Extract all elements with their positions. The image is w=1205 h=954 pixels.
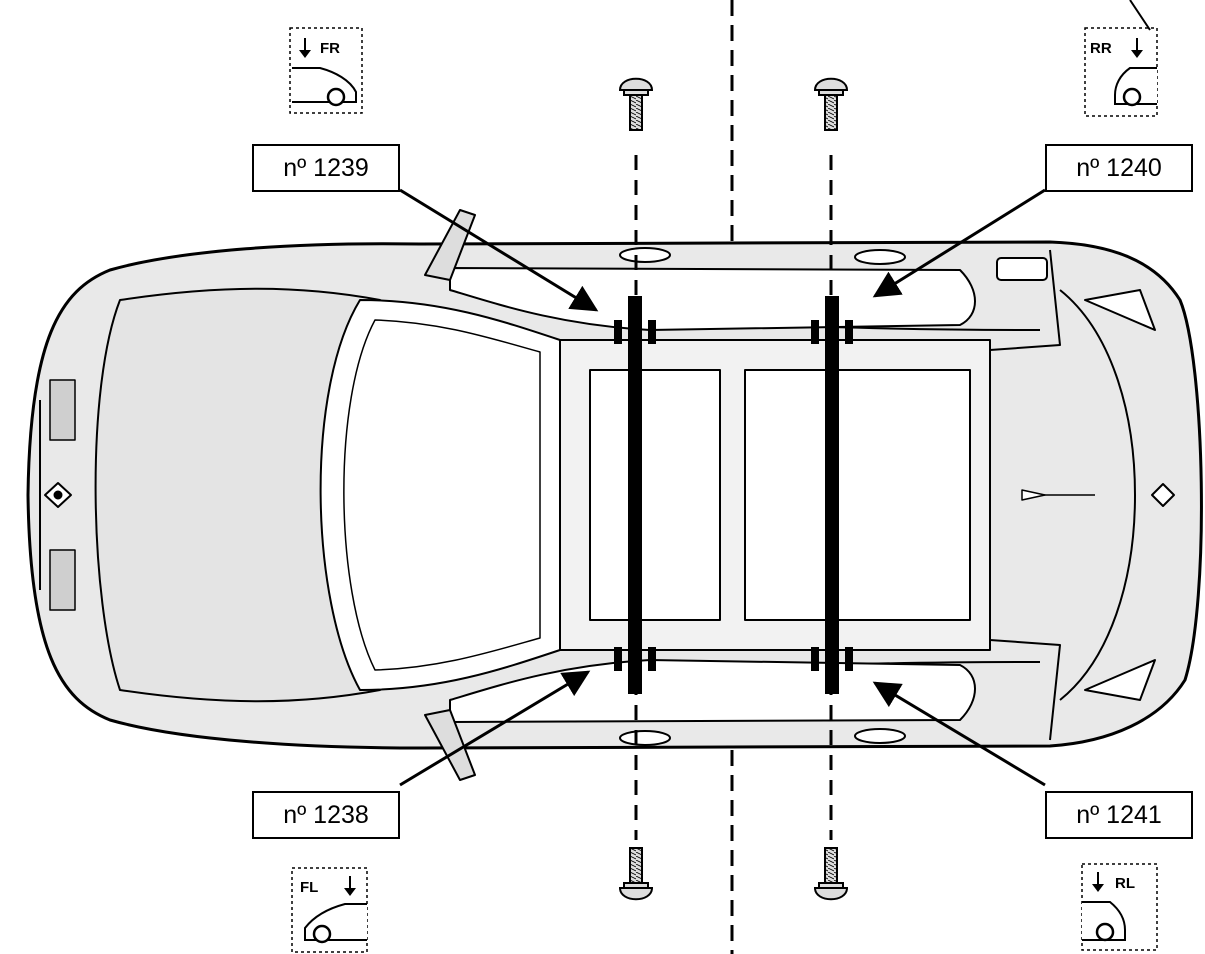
- leader-arrows: [399, 188, 1046, 787]
- down-arrow-icon: [1092, 872, 1104, 892]
- arrow-rear-left: [872, 681, 1046, 787]
- bolt-icon: [813, 77, 849, 131]
- down-arrow-icon: [1131, 38, 1143, 58]
- down-arrow-icon: [299, 38, 311, 58]
- down-arrow-icon: [344, 876, 356, 896]
- roof-bar-icon: [628, 296, 642, 694]
- bolt-icon: [813, 847, 849, 901]
- position-tag-fl: FL: [291, 867, 368, 953]
- position-tag-rr: RR: [1084, 0, 1158, 117]
- part-label-rear-left: nº 1241: [1045, 791, 1193, 839]
- position-tag-label: RR: [1090, 40, 1112, 57]
- bolt-icon: [618, 77, 654, 131]
- roof-bar-rear: [811, 296, 853, 694]
- position-tag-rl: RL: [1081, 863, 1158, 951]
- car-side-icon: [1082, 901, 1126, 941]
- roof-bar-front: [614, 296, 656, 694]
- part-label-front-left: nº 1238: [252, 791, 400, 839]
- position-tag-label: FR: [320, 40, 340, 57]
- roof-bar-icon: [825, 296, 839, 694]
- part-label-rear-right: nº 1240: [1045, 144, 1193, 192]
- arrow-front-left: [399, 670, 591, 787]
- car-top-view-icon: [26, 209, 1203, 781]
- position-tag-label: RL: [1115, 875, 1135, 892]
- bolt-icon: [618, 847, 654, 901]
- position-tag-label: FL: [300, 879, 318, 896]
- position-tag-fr: FR: [289, 27, 363, 114]
- part-label-front-right: nº 1239: [252, 144, 400, 192]
- manufacturer-logo-icon: [53, 490, 63, 500]
- arrow-front-right: [399, 188, 599, 312]
- arrow-rear-right: [872, 188, 1046, 298]
